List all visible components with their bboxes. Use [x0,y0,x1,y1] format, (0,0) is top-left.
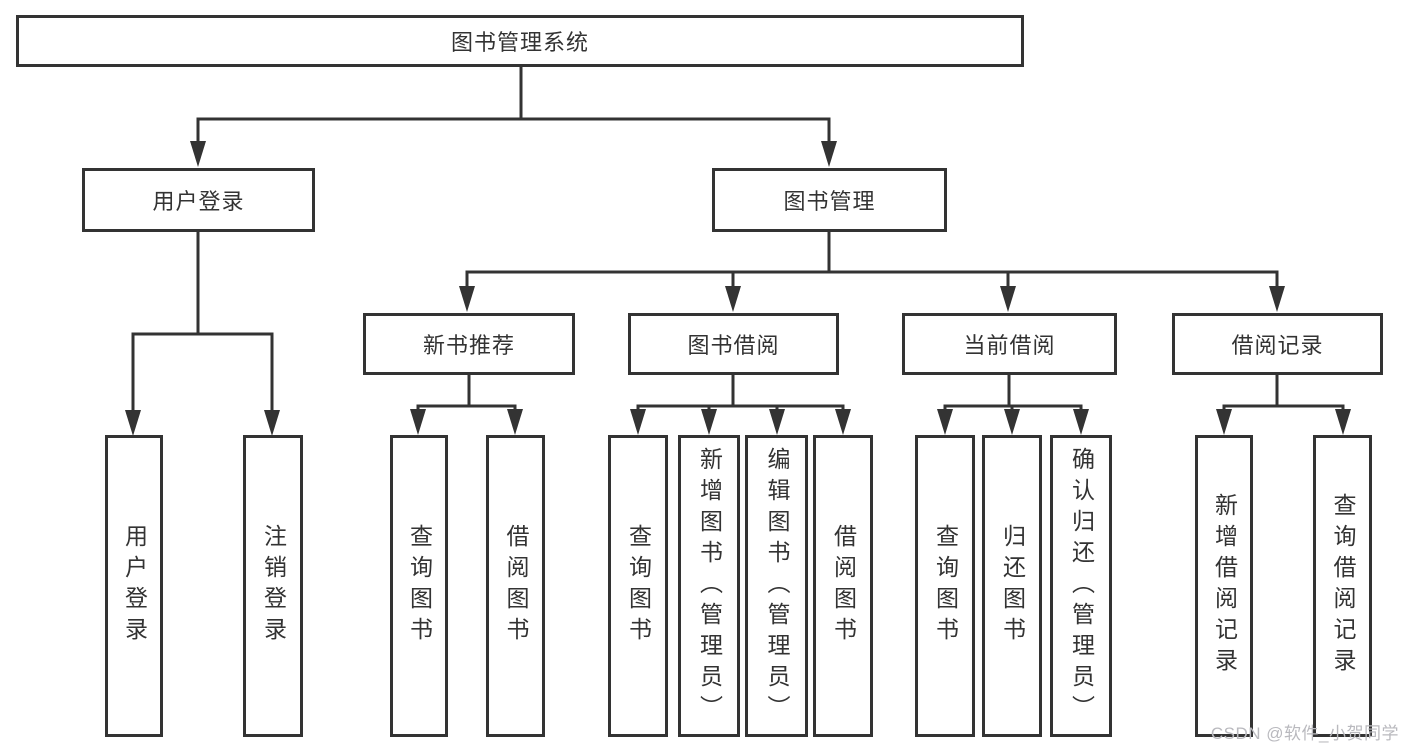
leaf-query-borrow-record: 查询借阅记录 [1313,435,1372,737]
node-label: 新书推荐 [422,333,515,358]
watermark: CSDN @软件_小贺同学 [1210,724,1399,743]
node-label: 用户登录 [152,189,245,214]
node-label: 查询图书 [625,524,652,648]
leaf-borrow-query: 查询图书 [608,435,668,737]
arrowheads [125,141,1351,436]
node-label: 注销登录 [260,524,287,648]
leaf-borrow-book: 借阅图书 [813,435,873,737]
leaf-newbook-query: 查询图书 [390,435,448,737]
node-label: 借阅图书 [503,524,529,648]
leaf-logout: 注销登录 [243,435,303,737]
node-label: 当前借阅 [963,333,1056,358]
node-new-book-recommend: 新书推荐 [363,313,575,375]
leaf-newbook-borrow: 借阅图书 [486,435,545,737]
leaf-add-borrow-record: 新增借阅记录 [1195,435,1253,737]
node-book-management: 图书管理 [712,168,947,232]
node-borrow-records: 借阅记录 [1172,313,1383,375]
node-label: 查询图书 [406,524,433,648]
node-label: 借阅图书 [830,524,857,648]
node-label: 新增借阅记录 [1211,493,1238,679]
node-label: 图书借阅 [687,333,780,358]
node-library-system: 图书管理系统 [16,15,1024,67]
leaf-current-query: 查询图书 [915,435,975,737]
node-label: 查询图书 [932,524,959,648]
leaf-borrow-add-book: 新增图书（管理员） [678,435,740,737]
node-label: 新增图书（管理员） [696,446,723,726]
node-label: 用户登录 [121,524,148,648]
node-label: 查询借阅记录 [1330,493,1356,679]
leaf-user-login: 用户登录 [105,435,163,737]
node-current-borrow: 当前借阅 [902,313,1117,375]
leaf-confirm-return: 确认归还（管理员） [1050,435,1112,737]
node-label: 借阅记录 [1231,333,1324,358]
node-book-borrow: 图书借阅 [628,313,839,375]
node-label: 图书管理 [783,189,876,214]
leaf-return-book: 归还图书 [982,435,1042,737]
node-label: 图书管理系统 [450,30,589,55]
node-label: 归还图书 [999,524,1026,648]
node-user-login: 用户登录 [82,168,315,232]
node-label: 编辑图书（管理员） [764,446,790,726]
node-label: 确认归还（管理员） [1068,446,1095,726]
leaf-borrow-edit-book: 编辑图书（管理员） [745,435,808,737]
